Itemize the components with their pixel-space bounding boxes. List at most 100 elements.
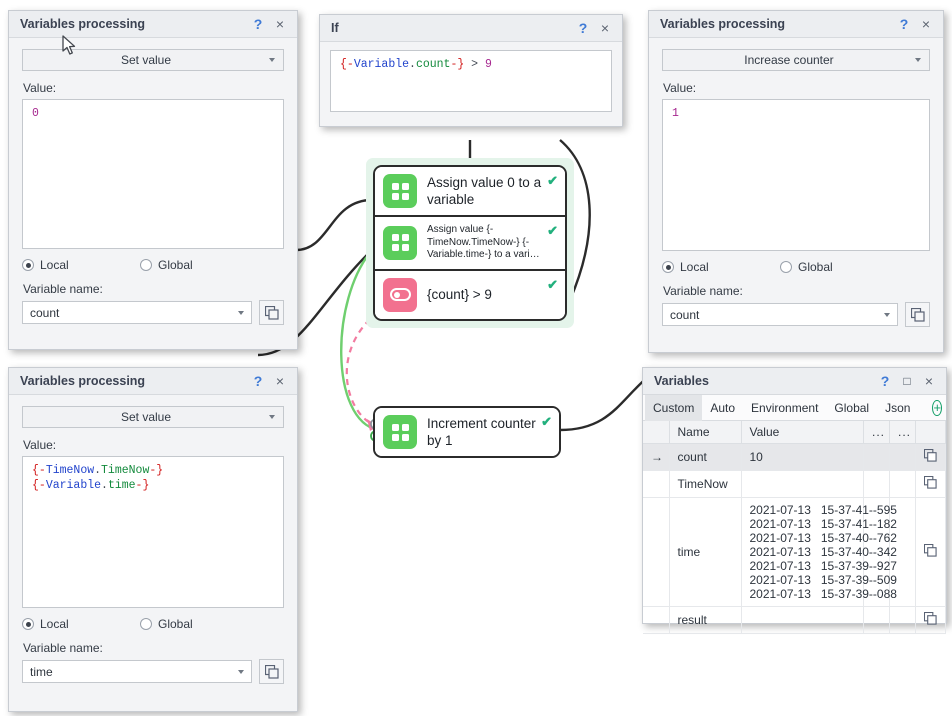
radio-global[interactable]: Global [780, 260, 833, 274]
titlebar[interactable]: Variables processing ? × [9, 368, 297, 395]
radio-global[interactable]: Global [140, 258, 193, 272]
action-dropdown[interactable]: Set value [22, 406, 284, 428]
expr-namespace: TimeNow [45, 464, 95, 477]
row-extra-1 [863, 470, 890, 498]
window-title: Variables [654, 374, 709, 388]
chevron-down-icon [238, 669, 244, 674]
row-name: time [669, 497, 742, 607]
tab-environment[interactable]: Environment [751, 400, 819, 415]
blocks-icon [383, 415, 417, 449]
row-extra-1 [863, 497, 890, 607]
row-extra-2 [889, 470, 916, 498]
action-dropdown[interactable]: Set value [22, 49, 284, 71]
close-button[interactable]: × [275, 16, 285, 32]
variable-name-input[interactable]: time [22, 660, 252, 683]
copy-variable-button[interactable] [905, 302, 930, 327]
value-text: 1 [672, 107, 679, 120]
help-button[interactable]: ? [880, 373, 890, 389]
variable-name-input[interactable]: count [22, 301, 252, 324]
variable-name-label: Variable name: [23, 641, 103, 655]
variable-name-row: count [662, 302, 930, 327]
variable-name-label: Variable name: [23, 282, 103, 296]
row-name: count [669, 443, 742, 471]
row-copy-button[interactable] [915, 606, 946, 634]
copy-variable-button[interactable] [259, 300, 284, 325]
value-editor[interactable]: 1 [662, 99, 930, 251]
flow-node-increment[interactable]: Increment counter by 1 ✔ [375, 408, 559, 456]
radio-global-label: Global [158, 258, 193, 272]
maximize-button[interactable]: □ [903, 374, 911, 388]
add-variable-button[interactable]: + [932, 399, 943, 416]
dialog-title: Variables processing [20, 374, 146, 388]
row-name: result [669, 606, 742, 634]
dialog-if: If ? × {-Variable.count-} > 9 [319, 14, 623, 127]
value-label: Value: [23, 81, 57, 95]
variable-name-input[interactable]: count [662, 303, 898, 326]
tab-json[interactable]: Json [885, 400, 911, 415]
table-row[interactable]: result [643, 606, 946, 634]
close-button[interactable]: × [600, 20, 610, 36]
value-editor[interactable]: 0 [22, 99, 284, 249]
chevron-down-icon [884, 312, 890, 317]
value-editor[interactable]: {-TimeNow.TimeNow-} {-Variable.time-} [22, 456, 284, 608]
variables-window: Variables ? □ × Custom Auto Environment … [642, 367, 947, 634]
radio-global-label: Global [798, 260, 833, 274]
radio-dot-icon [140, 259, 152, 271]
col-marker [643, 421, 670, 444]
radio-local-label: Local [40, 258, 69, 272]
dialog-increase-counter: Variables processing ? × Increase counte… [648, 10, 944, 353]
row-extra-2 [889, 443, 916, 471]
titlebar[interactable]: Variables processing ? × [9, 11, 297, 38]
help-button[interactable]: ? [253, 16, 263, 32]
flow-node-condition[interactable]: {count} > 9 ✔ [375, 268, 565, 319]
tab-auto[interactable]: Auto [710, 400, 736, 415]
table-row[interactable]: time 2021-07-13 15-37-41--595 2021-07-13… [643, 497, 946, 607]
titlebar[interactable]: If ? × [320, 15, 622, 42]
row-value [741, 606, 864, 634]
expr-operator: > [464, 58, 485, 71]
condition-editor[interactable]: {-Variable.count-} > 9 [330, 50, 612, 112]
copy-variable-button[interactable] [259, 659, 284, 684]
action-dropdown-label: Set value [120, 53, 172, 67]
radio-local[interactable]: Local [22, 258, 140, 272]
radio-local[interactable]: Local [662, 260, 780, 274]
titlebar[interactable]: Variables processing ? × [649, 11, 943, 38]
close-button[interactable]: × [921, 16, 931, 32]
close-button[interactable]: × [275, 373, 285, 389]
flow-node-assign-time[interactable]: Assign value {-TimeNow.TimeNow-} {-Varia… [375, 215, 565, 269]
action-dropdown[interactable]: Increase counter [662, 49, 930, 71]
radio-global-label: Global [158, 617, 193, 631]
row-copy-button[interactable] [915, 443, 946, 471]
scope-radio-group: Local Global [22, 258, 284, 272]
dialog-set-value-count: Variables processing ? × Set value Value… [8, 10, 298, 350]
close-button[interactable]: × [924, 373, 934, 389]
row-value [741, 470, 864, 498]
blocks-icon [383, 225, 417, 260]
value-text: 0 [32, 107, 39, 120]
radio-global[interactable]: Global [140, 617, 193, 631]
table-row[interactable]: → count 10 [643, 443, 946, 471]
flow-node-assign-zero[interactable]: Assign value 0 to a variable ✔ [375, 167, 565, 215]
row-marker: → [643, 443, 670, 471]
tab-global[interactable]: Global [834, 400, 870, 415]
row-marker [643, 497, 670, 607]
value-label: Value: [23, 438, 57, 452]
col-value: Value [741, 421, 864, 444]
row-marker [643, 470, 670, 498]
copy-icon [923, 543, 937, 557]
expr-namespace: Variable [353, 58, 410, 71]
scope-radio-group: Local Global [662, 260, 930, 274]
row-copy-button[interactable] [915, 470, 946, 498]
row-extra-2 [889, 497, 916, 607]
help-button[interactable]: ? [578, 20, 588, 36]
titlebar[interactable]: Variables ? □ × [643, 368, 946, 395]
row-copy-button[interactable] [915, 497, 946, 607]
radio-local[interactable]: Local [22, 617, 140, 631]
tab-custom[interactable]: Custom [645, 394, 703, 421]
row-name: TimeNow [669, 470, 742, 498]
help-button[interactable]: ? [253, 373, 263, 389]
table-row[interactable]: TimeNow [643, 470, 946, 498]
value-label: Value: [663, 81, 697, 95]
help-button[interactable]: ? [899, 16, 909, 32]
check-icon: ✔ [547, 223, 558, 238]
